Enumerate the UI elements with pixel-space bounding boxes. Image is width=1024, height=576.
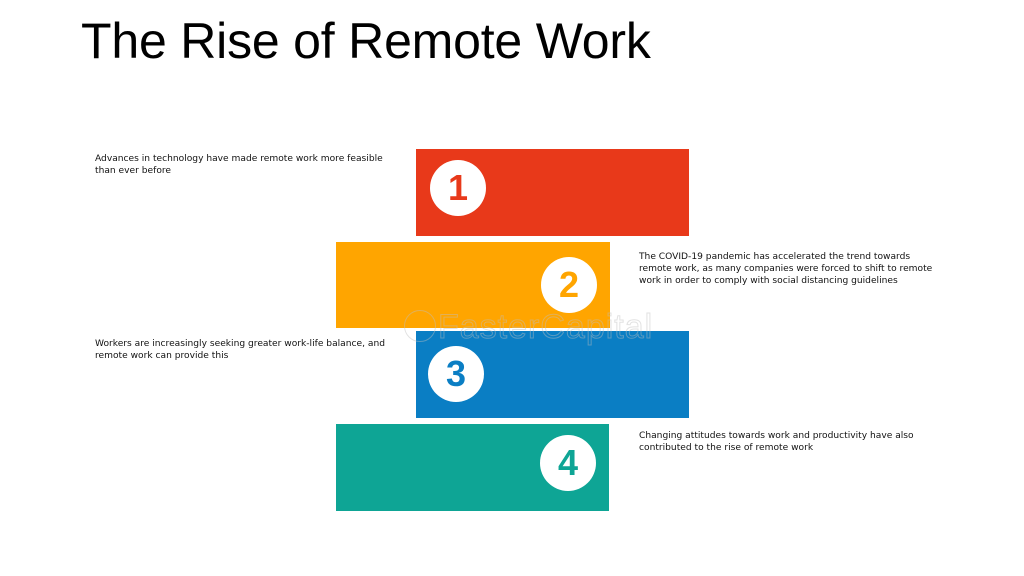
step-3-number-badge: 3 xyxy=(428,346,484,402)
step-3-text: Workers are increasingly seeking greater… xyxy=(95,339,385,361)
step-4-bar: 4 xyxy=(336,424,609,511)
step-1-text: Advances in technology have made remote … xyxy=(95,154,383,176)
step-4-number-badge: 4 xyxy=(540,435,596,491)
step-2-bar: 2 xyxy=(336,242,610,328)
step-1-number-badge: 1 xyxy=(430,160,486,216)
step-2-number-badge: 2 xyxy=(541,257,597,313)
step-1-bar: 1 xyxy=(416,149,689,236)
step-3-bar: 3 xyxy=(416,331,689,418)
slide-title: The Rise of Remote Work xyxy=(81,13,651,69)
step-2-text: The COVID-19 pandemic has accelerated th… xyxy=(639,252,933,286)
step-4-text: Changing attitudes towards work and prod… xyxy=(639,431,914,453)
